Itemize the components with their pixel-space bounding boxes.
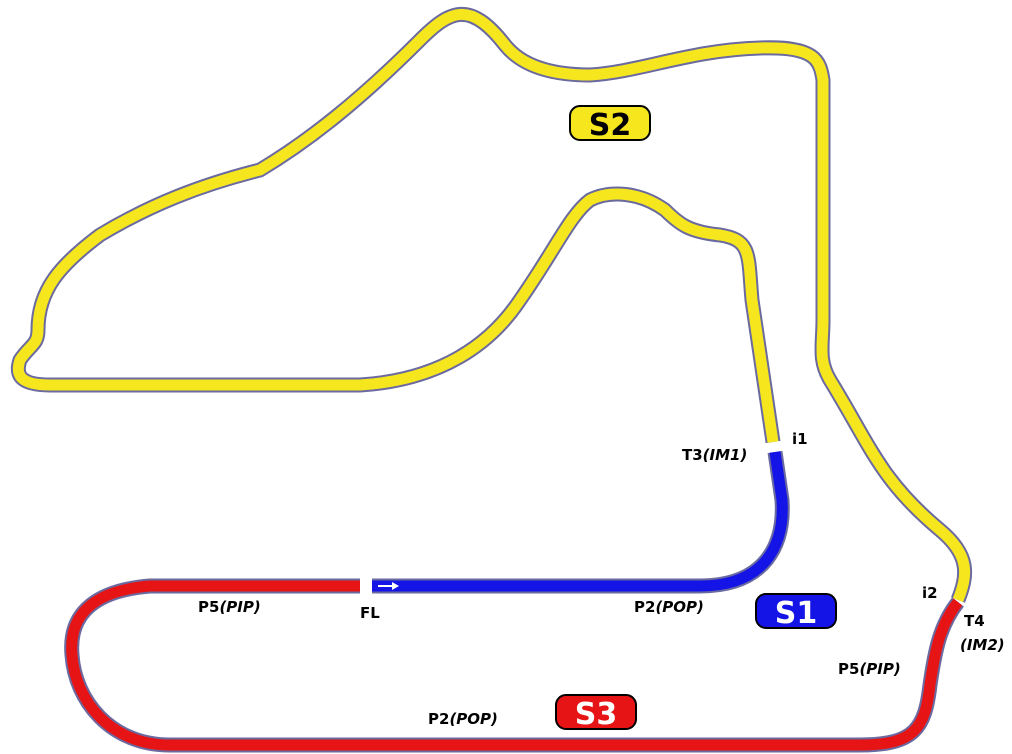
sector-1-track: [372, 450, 790, 594]
p5-pip-label-1: P5(PIP): [198, 598, 261, 616]
i1-label: i1: [792, 430, 808, 448]
t4-label-sub: (IM2): [960, 636, 1005, 654]
sector-2-track: [10, 6, 973, 603]
p2-pop-label-1-sub: (POP): [655, 598, 703, 616]
p5-pip-label-1-main: P5: [198, 598, 219, 616]
p2-pop-label-2: P2(POP): [428, 710, 498, 728]
p5-pip-label-2-main: P5: [838, 660, 859, 678]
p2-pop-label-2-main: P2: [428, 710, 449, 728]
sector-3-track: [64, 578, 965, 753]
p2-pop-label-1-main: P2: [634, 598, 655, 616]
sector-badge-s1: S1: [755, 593, 837, 631]
p5-pip-label-1-sub: (PIP): [219, 598, 260, 616]
sector-badge-s3: S3: [555, 694, 637, 732]
sector-badge-s2: S2: [569, 105, 651, 143]
p5-pip-label-2-sub: (PIP): [859, 660, 900, 678]
sector-badge-s3-label: S3: [575, 697, 617, 732]
t3-label-main: T3: [682, 446, 703, 464]
t3-label-sub: (IM1): [703, 446, 748, 464]
t3-label: T3(IM1): [682, 446, 747, 464]
p2-pop-label-1: P2(POP): [634, 598, 704, 616]
p5-pip-label-2: P5(PIP): [838, 660, 901, 678]
sector-badge-s1-label: S1: [775, 596, 817, 631]
sector-badge-s2-label: S2: [589, 108, 631, 143]
t4-label-main: T4: [964, 612, 985, 630]
i2-label: i2: [922, 584, 938, 602]
direction-arrow-icon: [378, 582, 399, 590]
p2-pop-label-2-sub: (POP): [449, 710, 497, 728]
finish-line-label: FL: [360, 604, 380, 622]
